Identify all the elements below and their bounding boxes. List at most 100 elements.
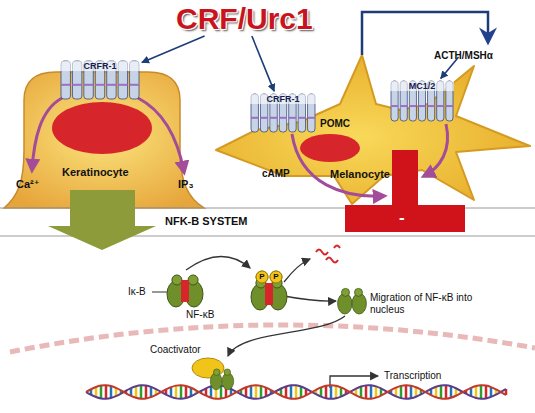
connector-arrow (362, 12, 488, 55)
base-pair (400, 386, 403, 399)
phosphate (256, 271, 268, 283)
helix-band (400, 105, 407, 107)
base-pair (440, 385, 443, 399)
helix-band (95, 84, 104, 86)
protein-label: Coactivator (150, 344, 201, 355)
phosphate-label: P (256, 272, 268, 282)
title-node: CRF/Urc1 (172, 2, 318, 36)
system-band: NFK-B SYSTEM (0, 208, 535, 236)
signal-arrow (138, 98, 184, 172)
base-pair (290, 385, 293, 399)
node-text: CRFR-1 (250, 94, 316, 104)
helix-band (130, 84, 139, 86)
base-pair (325, 386, 328, 399)
base-pair (450, 386, 453, 398)
helix-band (61, 84, 70, 86)
inhibition-block (345, 150, 465, 232)
base-pair (260, 386, 263, 399)
node-text: Melanocyte (330, 168, 390, 180)
base-pair (175, 385, 178, 398)
receptor: CRFR-1 (60, 60, 140, 100)
pathway-arrow (228, 316, 345, 356)
base-pair (475, 386, 478, 398)
base-pair (410, 385, 413, 398)
base-pair (480, 385, 483, 399)
helix-band (107, 84, 116, 86)
protein-lobe (224, 369, 231, 376)
gene-label: POMC (320, 118, 350, 129)
helix-band (418, 105, 425, 107)
pathway-arrow (186, 256, 250, 270)
base-pair (250, 386, 253, 399)
helix-band (308, 117, 315, 119)
base-pair (435, 387, 438, 398)
nfkb-dimer (251, 278, 287, 310)
helix-band (84, 84, 93, 86)
protein-lobe (188, 275, 198, 285)
helix-band (270, 117, 277, 119)
node-text: MC1/2 (390, 81, 454, 91)
protein-lobe (354, 288, 362, 296)
phosphate-label: P (270, 272, 282, 282)
signal-arrow (32, 98, 62, 170)
nfkb-dimer (210, 369, 233, 390)
phosphate (256, 271, 268, 283)
protein-lobe (213, 369, 220, 376)
connector-arrow (252, 36, 274, 91)
helix-band (279, 117, 286, 119)
inhibition-sign: - (399, 208, 405, 228)
base-pair (255, 385, 258, 399)
base-pair (150, 387, 153, 398)
base-pair (405, 385, 408, 399)
melanocyte-shape (216, 55, 530, 204)
base-pair (330, 385, 333, 399)
fragment (326, 258, 338, 263)
ion-label: Ca²⁺ (16, 178, 40, 191)
receptor: MC1/2 (390, 80, 454, 122)
protein-complexes (167, 271, 366, 390)
helix-band (72, 84, 81, 86)
base-pair (185, 386, 188, 398)
nucleus (52, 102, 152, 154)
base-pair (295, 385, 298, 399)
dna-strand (86, 385, 506, 399)
degraded-fragments (316, 246, 340, 263)
base-pair (370, 385, 373, 399)
base-pair (360, 386, 363, 397)
base-pair (285, 386, 288, 397)
base-pair (180, 385, 183, 399)
receptor: CRFR-1 (250, 93, 316, 133)
connector-arrow (142, 36, 205, 62)
helix-band (446, 105, 453, 107)
helix-band (391, 105, 398, 107)
ikb-block (265, 283, 273, 305)
pathway-arrow (284, 296, 336, 301)
helix-band (298, 117, 305, 119)
signal-arrow (292, 134, 384, 196)
helix-band (260, 117, 267, 119)
dna-strand (86, 385, 506, 399)
protein-label: NF-κB (186, 309, 214, 320)
dna-helix (86, 385, 506, 399)
base-pair (145, 385, 148, 398)
helix-band (289, 117, 296, 119)
helix-band (428, 105, 435, 107)
base-pair (110, 386, 113, 398)
base-pair (135, 386, 138, 398)
node-text: CRF/Urc1 (176, 2, 313, 36)
node-text: CRFR-1 (60, 61, 140, 71)
base-pair (485, 385, 488, 398)
node-text: Keratinocyte (62, 166, 129, 178)
phosphate (270, 271, 282, 283)
base-pair (210, 386, 213, 398)
messenger-label: cAMP (262, 168, 290, 179)
hormone-label: ACTH/MSHα (432, 44, 496, 57)
process-note: Migration of NF-κB into nucleus (370, 292, 482, 316)
base-pair (140, 385, 143, 399)
base-pair (445, 385, 448, 399)
pathway-arrows (186, 256, 378, 388)
fragment (334, 246, 340, 249)
helix-band (437, 105, 444, 107)
messenger-label: IP₃ (178, 178, 193, 190)
signal-arrows (32, 98, 448, 196)
